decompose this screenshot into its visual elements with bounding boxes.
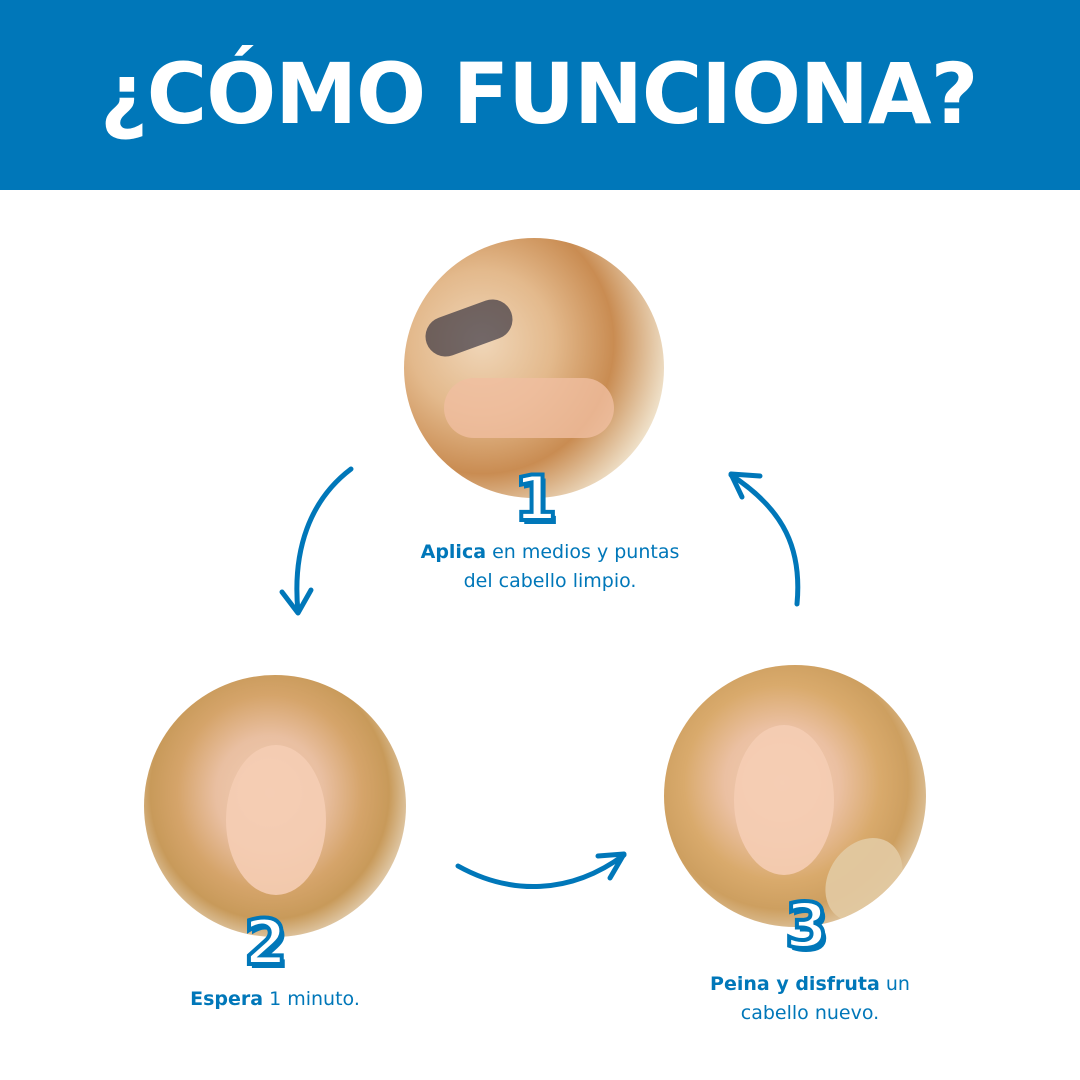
step-1-caption-rest: en medios y puntas	[486, 541, 680, 563]
step-2-number: 2	[242, 906, 289, 979]
step-1-caption-line2: del cabello limpio.	[463, 570, 637, 592]
hand	[444, 378, 614, 438]
arrow-down-left-icon	[279, 466, 354, 616]
step-3-caption: Peina y disfruta un cabello nuevo.	[660, 970, 960, 1028]
step-2-caption: Espera 1 minuto.	[140, 985, 410, 1014]
step-3-caption-line2: cabello nuevo.	[740, 1002, 880, 1024]
step-1-photo	[404, 238, 664, 498]
step-2-photo	[144, 675, 406, 937]
header-banner: ¿CÓMO FUNCIONA?	[0, 0, 1080, 190]
arrow-up-left-icon	[728, 471, 801, 607]
page-title: ¿CÓMO FUNCIONA?	[100, 45, 978, 143]
step-3-number: 3	[783, 889, 830, 962]
step-2-caption-bold: Espera	[190, 988, 264, 1010]
step-1-caption-bold: Aplica	[420, 541, 487, 563]
step-3-photo	[664, 665, 926, 927]
arrow-right-icon	[455, 851, 627, 889]
face	[226, 745, 326, 895]
step-2-caption-rest: 1 minuto.	[263, 988, 360, 1010]
face	[734, 725, 834, 875]
step-3-caption-bold: Peina y disfruta	[710, 973, 880, 995]
step-1-caption: Aplica en medios y puntas del cabello li…	[360, 538, 740, 596]
step-3-caption-rest: un	[879, 973, 910, 995]
step-1-number: 1	[512, 462, 559, 535]
